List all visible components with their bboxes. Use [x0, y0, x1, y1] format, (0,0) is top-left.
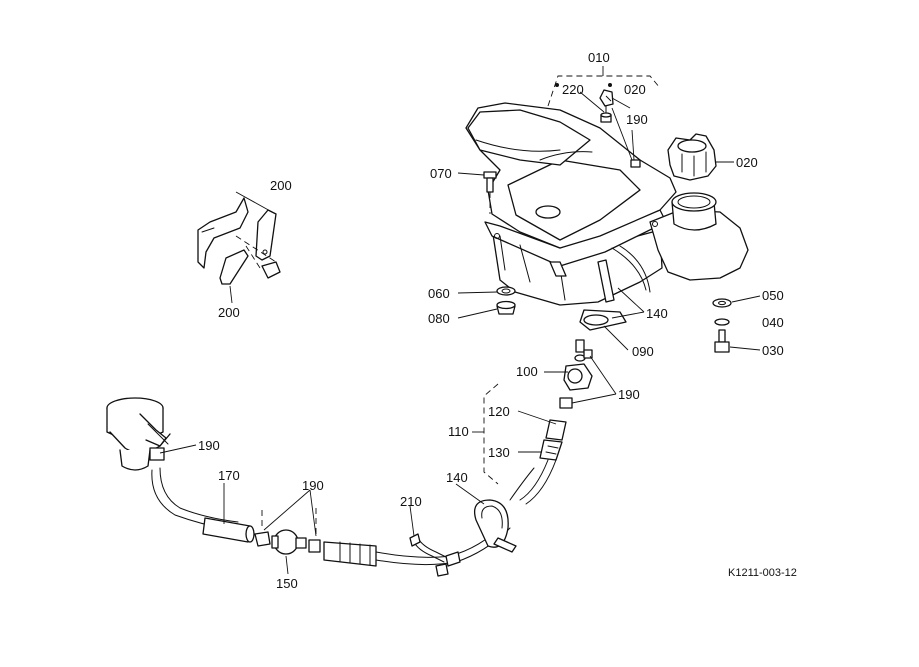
- group-bracket-010: [547, 66, 661, 107]
- label-110: 110: [448, 424, 469, 439]
- label-030: 030: [762, 343, 784, 358]
- bolt-stack: [712, 298, 732, 353]
- label-080: 080: [428, 311, 450, 326]
- grommet-080: [496, 300, 516, 315]
- drain-plug: [483, 171, 497, 214]
- label-210: 210: [400, 494, 422, 509]
- label-070: 070: [430, 166, 452, 181]
- fuel-tank: [465, 102, 749, 306]
- sender-wire: [409, 533, 461, 577]
- label-140-clamp: 140: [446, 470, 468, 485]
- label-050: 050: [762, 288, 784, 303]
- label-010: 010: [588, 50, 610, 65]
- tank-outlet-pipe: [579, 245, 651, 331]
- label-190-left: 190: [198, 438, 220, 453]
- fuel-hose-main: [323, 467, 535, 567]
- label-190-mid: 190: [618, 387, 640, 402]
- label-170: 170: [218, 468, 240, 483]
- group-bracket-110: [472, 383, 499, 485]
- inline-filter: [254, 506, 321, 555]
- label-040: 040: [762, 315, 784, 330]
- label-120: 120: [488, 404, 510, 419]
- label-200-top: 200: [270, 178, 292, 193]
- label-130: 130: [488, 445, 510, 460]
- fuel-hose-170: [151, 467, 255, 543]
- hose-clamp: [473, 499, 517, 553]
- label-060: 060: [428, 286, 450, 301]
- label-200-bottom: 200: [218, 305, 240, 320]
- filter-bowl: [106, 397, 171, 471]
- grommet-060: [496, 286, 516, 296]
- label-190-bottom: 190: [302, 478, 324, 493]
- filler-cap: [667, 133, 717, 181]
- drawing-code: K1211-003-12: [728, 567, 797, 579]
- leader-lines: [159, 91, 761, 575]
- label-140-tank: 140: [646, 306, 668, 321]
- fuel-cock: [563, 339, 593, 391]
- label-100: 100: [516, 364, 538, 379]
- label-090: 090: [632, 344, 654, 359]
- vent-fitting: [599, 89, 641, 168]
- label-190-top: 190: [626, 112, 648, 127]
- label-150: 150: [276, 576, 298, 591]
- label-020-cap: 020: [736, 155, 758, 170]
- label-220: 220: [562, 82, 584, 97]
- label-020-top: 020: [624, 82, 646, 97]
- bracket-assembly: [197, 197, 281, 285]
